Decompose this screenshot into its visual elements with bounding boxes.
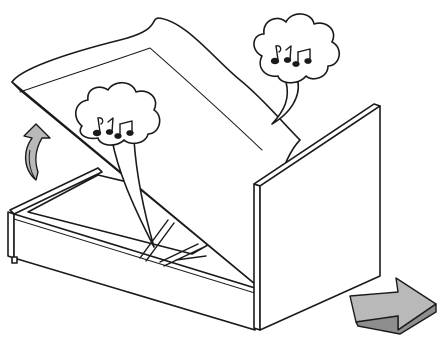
music-notes-cloud-icon — [254, 14, 339, 83]
right-arrow-icon — [350, 278, 436, 334]
curved-arrow-icon — [24, 124, 50, 180]
headboard-side-edge — [254, 184, 260, 330]
base-foot — [12, 257, 17, 263]
base-left-panel — [8, 212, 14, 258]
